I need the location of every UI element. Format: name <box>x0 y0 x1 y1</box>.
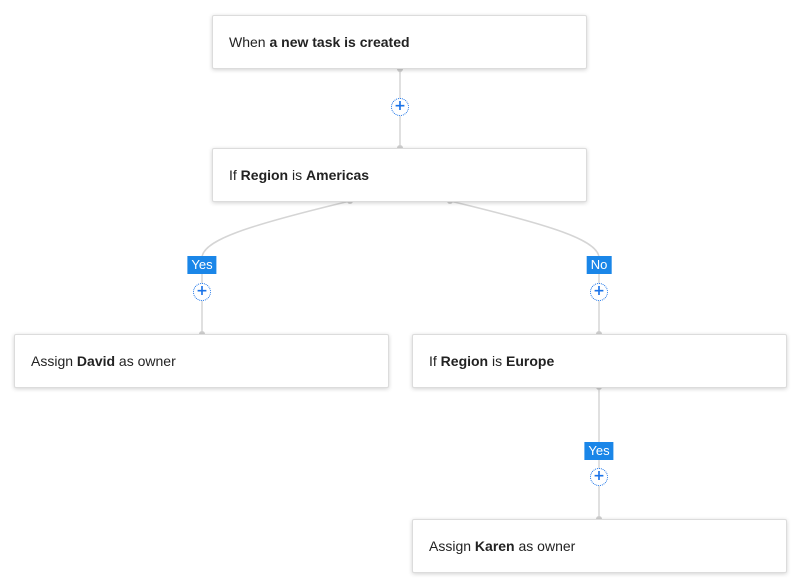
trigger-card[interactable]: When a new task is created <box>212 15 587 69</box>
branch-yes-badge: Yes <box>584 442 614 460</box>
condition-value: Americas <box>306 167 370 183</box>
condition-prefix: If <box>429 353 441 369</box>
condition-operator: is <box>488 353 507 369</box>
action-prefix: Assign <box>429 538 475 554</box>
add-step-button[interactable]: + <box>590 283 608 301</box>
branch-no-badge: No <box>586 256 612 274</box>
action-assignee: Karen <box>474 538 515 554</box>
plus-icon: + <box>593 468 605 484</box>
condition-prefix: If <box>229 167 241 183</box>
assign-karen-card[interactable]: Assign Karen as owner <box>412 519 787 573</box>
add-step-button[interactable]: + <box>193 283 211 301</box>
plus-icon: + <box>593 283 605 299</box>
trigger-prefix: When <box>229 34 270 50</box>
condition-value: Europe <box>506 353 555 369</box>
condition-operator: is <box>288 167 307 183</box>
action-prefix: Assign <box>31 353 77 369</box>
condition-field: Region <box>440 353 489 369</box>
action-assignee: David <box>76 353 116 369</box>
condition-americas-card[interactable]: If Region is Americas <box>212 148 587 202</box>
plus-icon: + <box>196 283 208 299</box>
add-step-button[interactable]: + <box>590 468 608 486</box>
connector-dot <box>397 66 403 72</box>
plus-icon: + <box>394 98 406 114</box>
add-step-button[interactable]: + <box>391 98 409 116</box>
action-suffix: as owner <box>115 353 176 369</box>
trigger-event: a new task is created <box>269 34 410 50</box>
branch-yes-badge: Yes <box>187 256 217 274</box>
assign-david-card[interactable]: Assign David as owner <box>14 334 389 388</box>
condition-europe-card[interactable]: If Region is Europe <box>412 334 787 388</box>
condition-field: Region <box>240 167 289 183</box>
action-suffix: as owner <box>514 538 576 554</box>
